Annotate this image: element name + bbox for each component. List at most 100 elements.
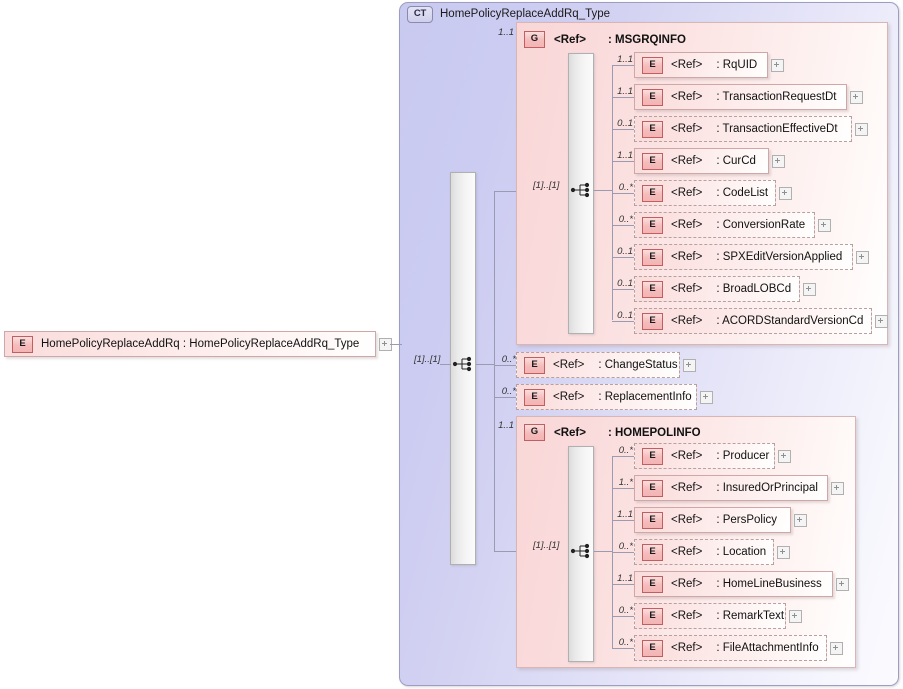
group-header-msgrqinfo[interactable]: G <Ref> : MSGRQINFO [524, 31, 686, 48]
element-badge-icon: E [642, 56, 663, 74]
group-sequence-cardinality-msgrqinfo: [1]..[1] [533, 180, 560, 191]
group-badge-icon: G [524, 31, 545, 48]
connector-branch-homepolinfo [494, 551, 516, 552]
cardinality-broadlobcd: 0..1 [617, 278, 633, 289]
group-ref-label: <Ref> [554, 33, 586, 46]
element-badge-icon: E [524, 356, 545, 374]
element-ref-label: <Ref> [553, 359, 585, 371]
element-box-producer[interactable]: E <Ref> : Producer [634, 443, 775, 469]
connector-branch-changestatus [494, 365, 516, 366]
connector-row [612, 257, 634, 258]
connector-trunk-msgrqinfo [612, 65, 613, 320]
element-box-broadlobcd[interactable]: E <Ref> : BroadLOBCd [634, 276, 800, 302]
element-ref-label: <Ref> [671, 482, 703, 494]
expander-icon-remarktext[interactable] [789, 610, 802, 623]
cardinality-producer: 0..* [618, 445, 633, 456]
element-badge-icon: E [642, 280, 663, 298]
connector-row [612, 289, 634, 290]
element-box-rquid[interactable]: E <Ref> : RqUID [634, 52, 768, 78]
element-box-acordstandardversioncd[interactable]: E <Ref> : ACORDStandardVersionCd [634, 308, 872, 334]
expander-icon-producer[interactable] [778, 450, 791, 463]
connector-row [612, 193, 634, 194]
connector-row [612, 488, 634, 489]
connector-row [612, 129, 634, 130]
element-ref-label: <Ref> [553, 391, 585, 403]
element-name-label: : RqUID [716, 59, 758, 71]
element-badge-icon: E [642, 511, 663, 529]
expander-icon-spxeditversionapplied[interactable] [856, 251, 869, 264]
element-box-conversionrate[interactable]: E <Ref> : ConversionRate [634, 212, 815, 238]
element-box-insuredorprincipal[interactable]: E <Ref> : InsuredOrPrincipal [634, 475, 828, 501]
connector-row [612, 552, 634, 553]
element-box-fileattachmentinfo[interactable]: E <Ref> : FileAttachmentInfo [634, 635, 827, 661]
connector-in-root-sequence [440, 364, 451, 365]
connector-row [612, 520, 634, 521]
connector-row [612, 648, 634, 649]
expander-icon-curcd[interactable] [772, 155, 785, 168]
connector-row [612, 456, 634, 457]
element-name-label: : TransactionRequestDt [716, 91, 837, 103]
connector-row [612, 97, 634, 98]
expander-icon-fileattachmentinfo[interactable] [830, 642, 843, 655]
expander-icon-transactionrequestdt[interactable] [850, 91, 863, 104]
element-badge-icon: E [642, 120, 663, 138]
group-ref-label: <Ref> [554, 426, 586, 439]
expander-icon-location[interactable] [777, 546, 790, 559]
expander-icon-acordstandardversioncd[interactable] [875, 315, 888, 328]
element-badge-icon: E [642, 152, 663, 170]
connector-row [612, 161, 634, 162]
expander-icon-homelinebusiness[interactable] [836, 578, 849, 591]
element-box-remarktext[interactable]: E <Ref> : RemarkText [634, 603, 786, 629]
expander-icon-changestatus[interactable] [683, 359, 696, 372]
expander-icon-conversionrate[interactable] [818, 219, 831, 232]
element-box-replacementinfo[interactable]: E <Ref> : ReplacementInfo [516, 384, 697, 410]
element-badge-icon: E [642, 216, 663, 234]
element-badge-icon: E [642, 312, 663, 330]
expander-icon-broadlobcd[interactable] [803, 283, 816, 296]
cardinality-transactioneffectivedt: 0..1 [617, 118, 633, 129]
expander-icon-codelist[interactable] [779, 187, 792, 200]
element-name-label: : ReplacementInfo [598, 391, 692, 403]
element-box-codelist[interactable]: E <Ref> : CodeList [634, 180, 776, 206]
expander-icon-transactioneffectivedt[interactable] [855, 123, 868, 136]
sequence-icon [570, 182, 590, 198]
cardinality-rquid: 1..1 [617, 54, 633, 65]
expander-icon-insuredorprincipal[interactable] [831, 482, 844, 495]
element-name-label: : RemarkText [716, 610, 785, 622]
group-sequence-bar-msgrqinfo [568, 53, 594, 334]
cardinality-changestatus: 0..* [501, 354, 516, 365]
connector-out-msgrqinfo-seq [594, 190, 613, 191]
connector-row [612, 225, 634, 226]
expander-icon-replacementinfo[interactable] [700, 391, 713, 404]
element-ref-label: <Ref> [671, 450, 703, 462]
cardinality-curcd: 1..1 [617, 150, 633, 161]
element-box-location[interactable]: E <Ref> : Location [634, 539, 774, 565]
element-name-label: : ACORDStandardVersionCd [716, 315, 864, 327]
connector-root-to-type [390, 344, 402, 345]
cardinality-replacementinfo: 0..* [501, 386, 516, 397]
element-box-spxeditversionapplied[interactable]: E <Ref> : SPXEditVersionApplied [634, 244, 853, 270]
element-ref-label: <Ref> [671, 283, 703, 295]
cardinality-codelist: 0..* [618, 182, 633, 193]
expander-icon-rquid[interactable] [771, 59, 784, 72]
cardinality-perspolicy: 1..1 [617, 509, 633, 520]
expander-icon-perspolicy[interactable] [794, 514, 807, 527]
element-box-changestatus[interactable]: E <Ref> : ChangeStatus [516, 352, 680, 378]
element-box-transactioneffectivedt[interactable]: E <Ref> : TransactionEffectiveDt [634, 116, 852, 142]
element-box-perspolicy[interactable]: E <Ref> : PersPolicy [634, 507, 791, 533]
element-name-label: : InsuredOrPrincipal [716, 482, 818, 494]
group-sequence-bar-homepolinfo [568, 446, 594, 662]
element-box-homelinebusiness[interactable]: E <Ref> : HomeLineBusiness [634, 571, 833, 597]
element-box-transactionrequestdt[interactable]: E <Ref> : TransactionRequestDt [634, 84, 847, 110]
connector-row [612, 584, 634, 585]
connector-branch-replacementinfo [494, 397, 516, 398]
connector-root-trunk [494, 191, 495, 551]
element-name-label: : PersPolicy [716, 514, 778, 526]
group-header-homepolinfo[interactable]: G <Ref> : HOMEPOLINFO [524, 424, 701, 441]
element-ref-label: <Ref> [671, 251, 703, 263]
root-element-box[interactable]: E HomePolicyReplaceAddRq : HomePolicyRep… [4, 331, 376, 357]
element-ref-label: <Ref> [671, 155, 703, 167]
element-box-curcd[interactable]: E <Ref> : CurCd [634, 148, 769, 174]
root-element-label: HomePolicyReplaceAddRq : HomePolicyRepla… [41, 338, 360, 350]
element-name-label: : Producer [716, 450, 770, 462]
